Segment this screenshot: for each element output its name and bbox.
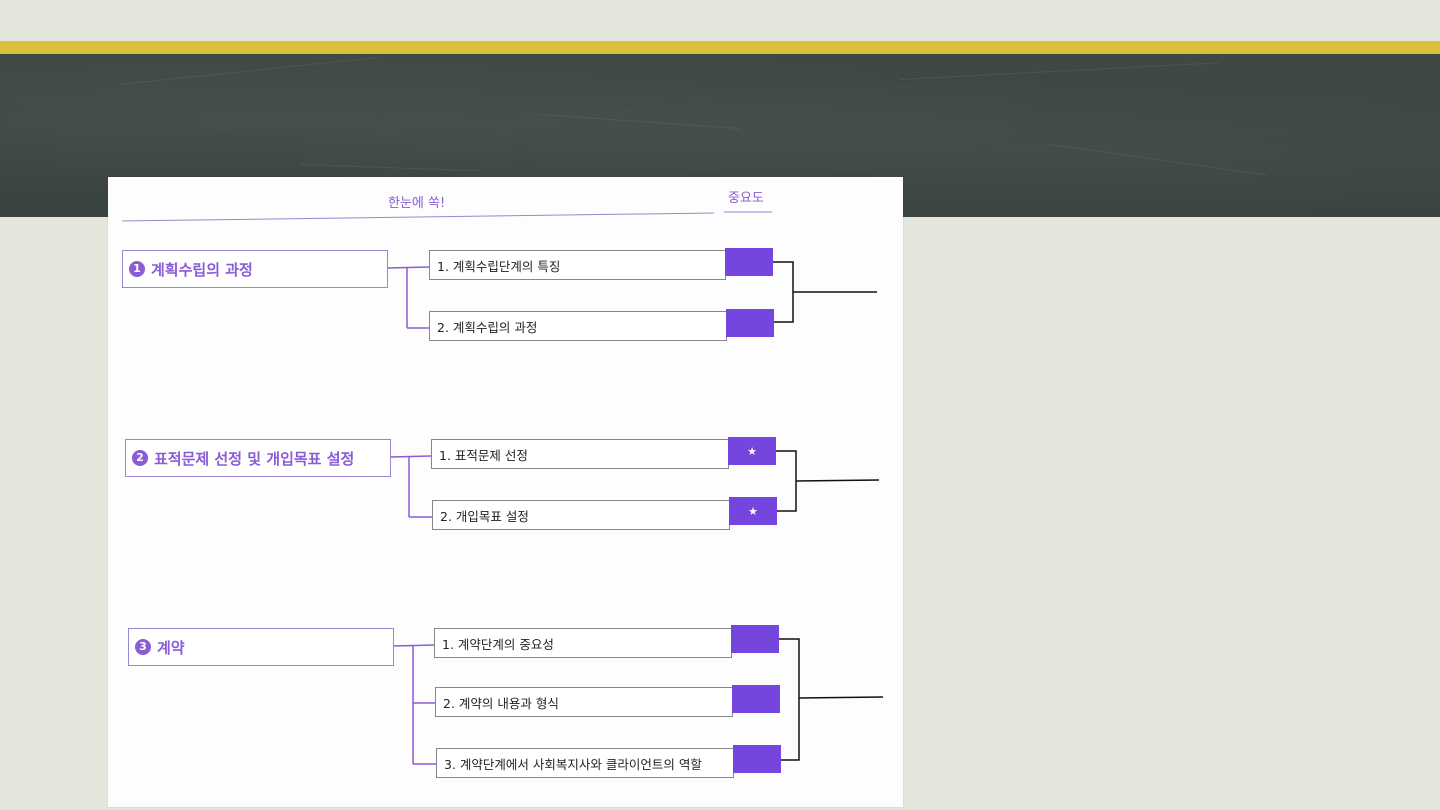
summary-figure: 한눈에 쏙! 중요도 1 계획수립의 과정 1. 계획수립단계의 특징 2. 계… — [108, 177, 903, 807]
item-label: 1. 표적문제 선정 — [439, 447, 528, 463]
section-2-box: 2 표적문제 선정 및 개입목표 설정 — [125, 439, 391, 477]
section-3-item-2: 2. 계약의 내용과 형식 — [435, 687, 733, 717]
item-label: 1. 계획수립단계의 특징 — [437, 258, 561, 274]
section-3-item-2-importance — [732, 685, 780, 713]
connector-lines — [121, 211, 884, 765]
section-2-title: 표적문제 선정 및 개입목표 설정 — [154, 449, 355, 468]
item-label: 2. 개입목표 설정 — [440, 508, 529, 524]
section-3-item-1: 1. 계약단계의 중요성 — [434, 628, 732, 658]
section-2-item-1-importance: ★ — [728, 437, 776, 465]
section-1-item-1: 1. 계획수립단계의 특징 — [429, 250, 726, 280]
section-1-item-1-importance — [725, 248, 773, 276]
section-2-item-2: 2. 개입목표 설정 — [432, 500, 730, 530]
section-3-number: 3 — [135, 639, 151, 655]
section-3-item-3: 3. 계약단계에서 사회복지사와 클라이언트의 역할 — [436, 748, 734, 778]
section-3-box: 3 계약 — [128, 628, 394, 666]
section-1-title: 계획수립의 과정 — [151, 260, 253, 279]
section-2-number: 2 — [132, 450, 148, 466]
section-1-item-2-importance — [726, 309, 774, 337]
item-label: 1. 계약단계의 중요성 — [442, 636, 554, 652]
section-1-item-2: 2. 계획수립의 과정 — [429, 311, 727, 341]
gold-accent-bar — [0, 41, 1440, 54]
section-2-item-1: 1. 표적문제 선정 — [431, 439, 729, 469]
section-1-number: 1 — [129, 261, 145, 277]
item-label: 3. 계약단계에서 사회복지사와 클라이언트의 역할 — [444, 756, 702, 772]
item-label: 2. 계약의 내용과 형식 — [443, 695, 559, 711]
section-3-item-1-importance — [731, 625, 779, 653]
item-label: 2. 계획수립의 과정 — [437, 319, 538, 335]
section-2-item-2-importance: ★ — [729, 497, 777, 525]
figure-title: 한눈에 쏙! — [388, 196, 446, 211]
section-3-title: 계약 — [157, 638, 185, 657]
importance-header: 중요도 — [728, 191, 764, 206]
section-1-box: 1 계획수립의 과정 — [122, 250, 388, 288]
section-3-item-3-importance — [733, 745, 781, 773]
